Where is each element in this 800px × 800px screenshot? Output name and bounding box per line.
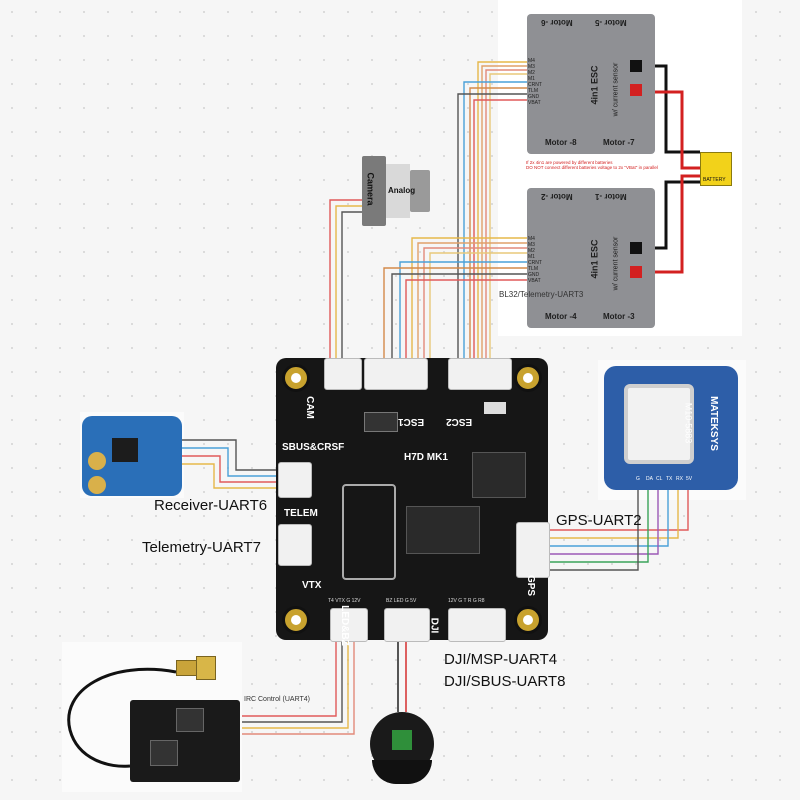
receiver	[82, 416, 182, 496]
esc-bottom-note: w/ current sensor	[612, 236, 620, 291]
esc-pin: TLM	[528, 266, 538, 272]
gps-label: GPS-UART2	[556, 512, 642, 529]
battery-warning: If 2x 4in1 are powered by different batt…	[526, 160, 686, 170]
esc-top-power-terminals	[630, 60, 642, 96]
esc-pin: M4	[528, 236, 535, 242]
fc-sbus-crsf-label: SBUS&CRSF	[282, 442, 345, 453]
esc-pin: M3	[528, 242, 535, 248]
main-mcu-chip	[406, 506, 480, 554]
esc-top-motor-a: Motor -5	[595, 18, 627, 27]
esc-pin: M4	[528, 58, 535, 64]
esc-4in1-bottom: Motor -2 Motor -1 Motor -4 Motor -3 4in1…	[527, 188, 655, 328]
esc-pin: VBAT	[528, 100, 541, 106]
esc-pin: GND	[528, 272, 540, 278]
antenna-pad	[88, 452, 106, 470]
esc-bottom-motor-d: Motor -3	[603, 312, 635, 321]
fc-dji-pins: 12V G T R G R8	[448, 598, 485, 604]
mount-hole	[282, 364, 310, 392]
esc-pin: TLM	[528, 88, 538, 94]
vtx-connector	[330, 608, 368, 642]
dji-sbus-label: DJI/SBUS-UART8	[444, 673, 566, 690]
esc-top-motor-c: Motor -8	[545, 138, 577, 147]
led-bz-connector	[384, 608, 430, 642]
esc-pin: GND	[528, 94, 540, 100]
gps-connector	[516, 522, 550, 578]
telem-connector	[278, 524, 312, 566]
vtx-chip	[150, 740, 178, 766]
gps-model: M10-5883	[683, 402, 694, 444]
gps-pin: TX	[666, 476, 673, 482]
gps-antenna	[624, 384, 694, 464]
vtx-module	[130, 700, 240, 782]
fc-led-pins: BZ LED G 5V	[386, 598, 417, 604]
gps-pin: RX	[676, 476, 683, 482]
fc-vtx-label: VTX	[302, 580, 322, 591]
esc-pin: M2	[528, 248, 535, 254]
esc-bottom-motor-a: Motor -2	[541, 192, 573, 201]
gps-pin: DA	[646, 476, 653, 482]
gps-pin: G	[636, 476, 640, 482]
gps-pin: 5V	[686, 476, 693, 482]
esc1-connector	[364, 358, 428, 390]
fc-led-bz-label: LED&BZ	[338, 605, 350, 646]
gps-brand: MATEKSYS	[707, 396, 719, 451]
fc-name: H7D MK1	[404, 452, 448, 463]
sbus-crsf-connector	[278, 462, 312, 498]
fc-cam-label: CAM	[303, 396, 315, 419]
fc-esc2-label: ESC2	[446, 416, 473, 427]
receiver-chip	[112, 438, 138, 462]
vtx-chip	[176, 708, 204, 732]
flight-controller: CAM ESC1 ESC2 SBUS&CRSF H7D MK1 TELEM VT…	[276, 358, 550, 646]
warning-line: DO NOT connect different batteries volta…	[526, 165, 658, 170]
battery-label: BATTERY	[703, 177, 726, 183]
camera: Camera Analog	[362, 156, 432, 226]
cam-connector	[324, 358, 362, 390]
fc-telem-label: TELEM	[284, 508, 318, 519]
mount-hole	[514, 606, 542, 634]
warning-line: If 2x 4in1 are powered by different batt…	[526, 160, 613, 165]
buzzer	[370, 712, 434, 784]
esc-top-note: w/ current sensor	[612, 62, 620, 117]
esc-bottom-model: 4in1 ESC	[589, 239, 600, 279]
esc-bottom-power-terminals	[630, 242, 642, 278]
esc-bottom-motor-c: Motor -4	[545, 312, 577, 321]
esc-top-model: 4in1 ESC	[589, 65, 600, 105]
telemetry-label: Telemetry-UART7	[142, 539, 261, 556]
mount-hole	[514, 364, 542, 392]
fc-esc1-label: ESC1	[398, 416, 425, 427]
esc-pin: M2	[528, 70, 535, 76]
dji-msp-label: DJI/MSP-UART4	[444, 651, 558, 668]
esc2-connector	[448, 358, 512, 390]
esc-telemetry-label: BL32/Telemetry-UART3	[499, 290, 584, 299]
esc-pin: CRNT	[528, 260, 542, 266]
battery-connector: BATTERY	[700, 152, 732, 186]
mount-hole	[282, 606, 310, 634]
irc-label: IRC Control (UART4)	[244, 696, 310, 703]
receiver-label: Receiver-UART6	[154, 497, 268, 514]
capacitor	[364, 412, 398, 432]
camera-label: Camera	[365, 172, 376, 206]
crystal	[484, 402, 506, 414]
esc-pin: M3	[528, 64, 535, 70]
camera-type: Analog	[388, 186, 416, 195]
regulator-module	[342, 484, 396, 580]
fc-vtx-pins: T4 VTX G 12V	[328, 598, 361, 604]
esc-top-motor-d: Motor -7	[603, 138, 635, 147]
sma-connector	[176, 652, 216, 682]
esc-bottom-motor-b: Motor -1	[595, 192, 627, 201]
dji-connector	[448, 608, 506, 642]
esc-pin: CRNT	[528, 82, 542, 88]
gps-pin: CL	[656, 476, 663, 482]
esc-pin: M1	[528, 76, 535, 82]
antenna-pad	[88, 476, 106, 494]
gyro-chip	[472, 452, 526, 498]
esc-pin: VBAT	[528, 278, 541, 284]
gps-module: MATEKSYS M10-5883 G DA CL TX RX 5V	[604, 366, 738, 490]
fc-gps-label: GPS	[525, 574, 537, 597]
esc-top-motor-b: Motor -6	[541, 18, 573, 27]
esc-pin: M1	[528, 254, 535, 260]
fc-dji-label: DJI	[428, 617, 440, 634]
buzzer-board	[392, 730, 412, 750]
